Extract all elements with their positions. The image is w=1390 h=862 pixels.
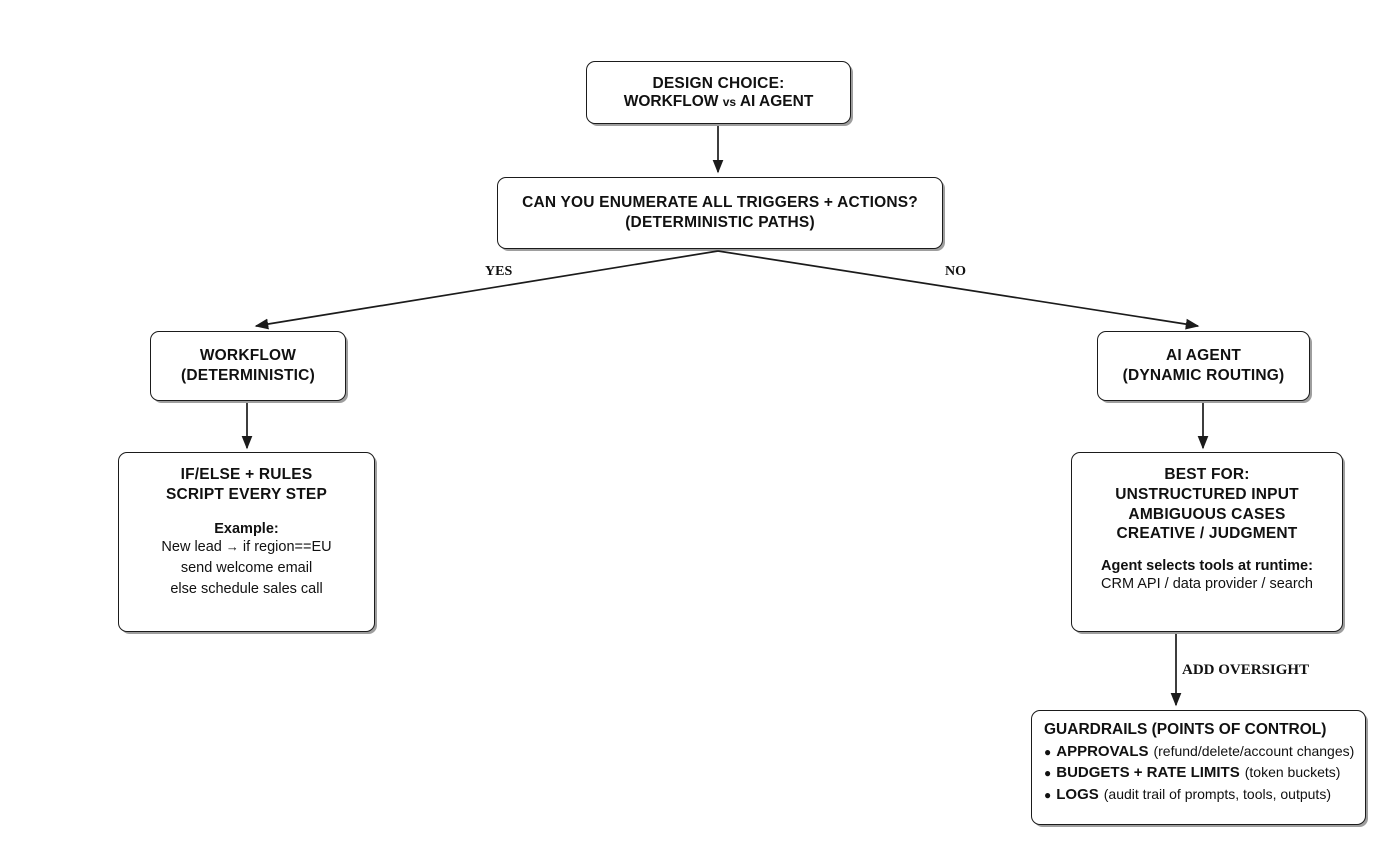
guardrails-item-approvals-key: APPROVALS: [1056, 742, 1149, 760]
connector-enumerate-to-workflow: [254, 250, 719, 330]
node-ifelse-rules[interactable]: IF/ELSE + RULES SCRIPT EVERY STEP Exampl…: [118, 452, 375, 632]
ai-agent-line-1: AI AGENT: [1165, 347, 1242, 365]
guardrails-item-approvals: ● APPROVALS (refund/delete/account chang…: [1044, 741, 1354, 762]
enumerate-line-2: (DETERMINISTIC PATHS): [625, 214, 815, 231]
ifelse-code-condition: if region==EU: [242, 538, 332, 555]
guardrails-item-logs: ● LOGS (audit trail of prompts, tools, o…: [1044, 784, 1331, 805]
best-for-line-1: BEST FOR:: [1164, 466, 1250, 483]
enumerate-line-1: CAN YOU ENUMERATE ALL TRIGGERS + ACTIONS…: [522, 194, 918, 212]
edge-label-add-oversight: ADD OVERSIGHT: [1182, 662, 1310, 678]
ifelse-code-line-2: send welcome email: [180, 559, 313, 576]
guardrails-title: GUARDRAILS (POINTS OF CONTROL): [1044, 721, 1327, 738]
edge-label-yes: YES: [485, 264, 513, 279]
design-choice-vs-text: vs: [722, 95, 737, 110]
best-for-agent-label: Agent selects tools at runtime:: [1101, 558, 1313, 575]
connector-enumerate-to-ai-agent: [717, 250, 1200, 330]
bullet-icon: ●: [1044, 787, 1052, 802]
node-best-for[interactable]: BEST FOR: UNSTRUCTURED INPUT AMBIGUOUS C…: [1071, 452, 1343, 632]
node-enumerate-question[interactable]: CAN YOU ENUMERATE ALL TRIGGERS + ACTIONS…: [497, 177, 943, 249]
guardrails-item-logs-detail: (audit trail of prompts, tools, outputs): [1103, 785, 1331, 802]
bullet-icon: ●: [1044, 766, 1052, 781]
workflow-line-2: (DETERMINISTIC): [181, 367, 315, 384]
design-choice-ai-agent-text: AI AGENT: [739, 93, 814, 111]
workflow-line-1: WORKFLOW: [199, 347, 297, 365]
best-for-tools-line: CRM API / data provider / search: [1101, 576, 1313, 593]
best-for-line-4: CREATIVE / JUDGMENT: [1116, 525, 1298, 543]
guardrails-item-budgets: ● BUDGETS + RATE LIMITS (token buckets): [1044, 762, 1340, 783]
best-for-line-3: AMBIGUOUS CASES: [1128, 505, 1286, 523]
ifelse-code-line-3: else schedule sales call: [170, 580, 323, 597]
design-choice-workflow-text: WORKFLOW: [623, 93, 719, 111]
ai-agent-line-2: (DYNAMIC ROUTING): [1122, 367, 1285, 384]
ifelse-line-1: IF/ELSE + RULES: [180, 466, 313, 483]
ifelse-example-label: Example:: [214, 520, 279, 537]
guardrails-item-budgets-key: BUDGETS + RATE LIMITS: [1056, 764, 1240, 782]
guardrails-item-approvals-detail: (refund/delete/account changes): [1153, 742, 1355, 759]
design-choice-line-1: DESIGN CHOICE:: [652, 74, 785, 92]
right-arrow-icon: →: [225, 538, 239, 554]
ifelse-code-line-1: New lead → if region==EU: [161, 537, 331, 558]
bullet-icon: ●: [1044, 744, 1052, 759]
ifelse-line-2: SCRIPT EVERY STEP: [165, 485, 328, 503]
best-for-line-2: UNSTRUCTURED INPUT: [1115, 485, 1299, 503]
node-guardrails[interactable]: GUARDRAILS (POINTS OF CONTROL) ● APPROVA…: [1031, 710, 1366, 825]
node-design-choice[interactable]: DESIGN CHOICE: WORKFLOW vs AI AGENT: [586, 61, 851, 124]
node-workflow[interactable]: WORKFLOW (DETERMINISTIC): [150, 331, 346, 401]
guardrails-item-budgets-detail: (token buckets): [1244, 764, 1341, 781]
edge-label-no: NO: [945, 264, 966, 279]
ifelse-code-new-lead: New lead: [161, 538, 222, 555]
node-ai-agent[interactable]: AI AGENT (DYNAMIC ROUTING): [1097, 331, 1310, 401]
guardrails-item-logs-key: LOGS: [1056, 785, 1099, 803]
design-choice-line-2: WORKFLOW vs AI AGENT: [624, 93, 814, 111]
